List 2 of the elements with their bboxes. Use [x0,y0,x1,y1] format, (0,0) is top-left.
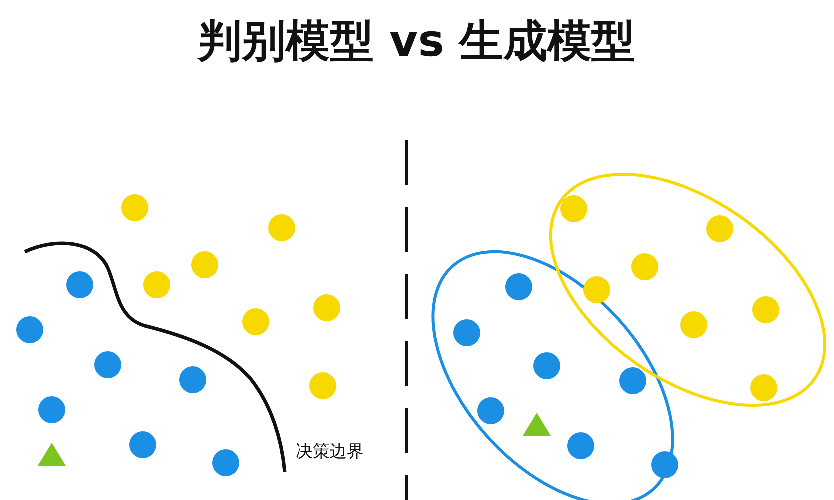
title: 判别模型 vs 生成模型 [198,16,636,67]
boundary-label: 决策边界 [296,441,364,463]
